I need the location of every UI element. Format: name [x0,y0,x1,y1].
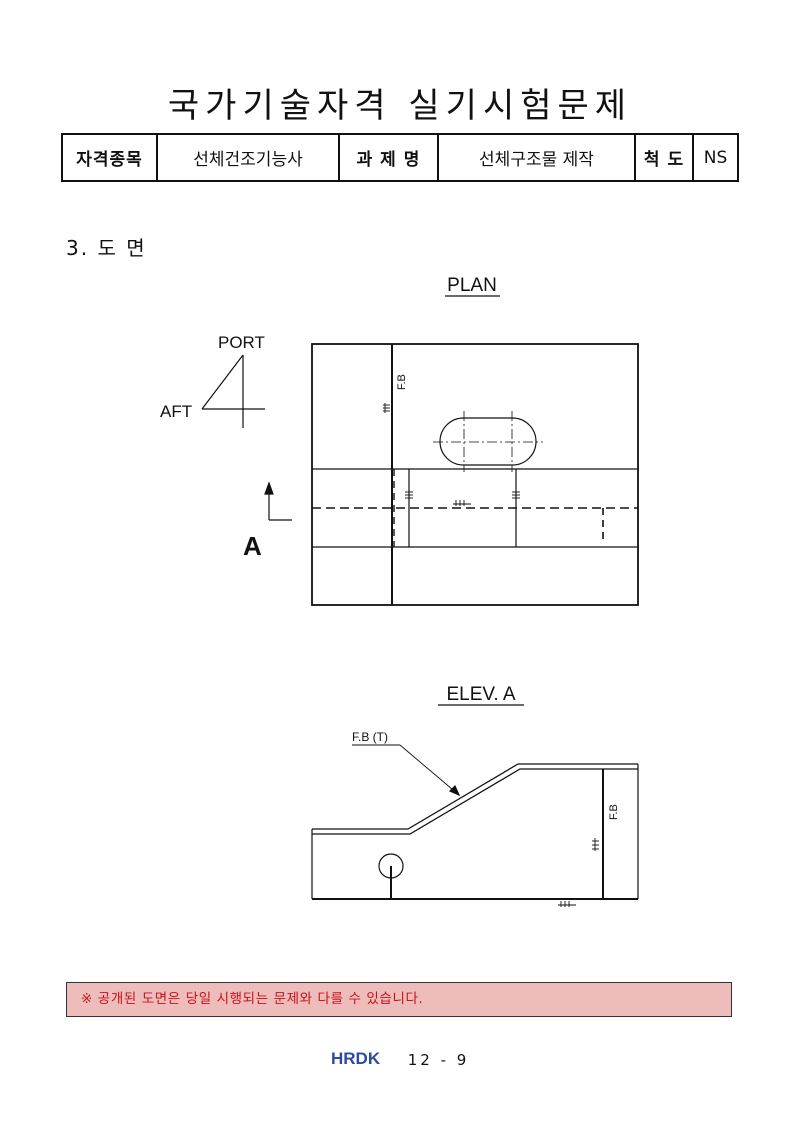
direction-indicator: PORT AFT [160,333,265,428]
plan-weld-symbol-1 [383,403,390,413]
qualification-label: 자격종목 [61,133,158,182]
elevation-drawing: F.B (T) F.B [311,730,639,907]
view-arrow-head [264,481,274,495]
plan-title: PLAN [447,275,497,296]
scale-label: 척 도 [634,133,694,182]
technical-drawing: PLAN PORT AFT A [160,275,639,907]
plan-fb-label: F.B [396,374,408,390]
plan-weld-symbol-4 [453,500,471,506]
callout-arrowhead [448,784,461,797]
elev-weld-symbol-1 [592,838,599,851]
port-label: PORT [218,333,265,352]
section-heading: 3. 도 면 [66,236,147,260]
qualification-value: 선체건조기능사 [156,133,340,182]
task-label: 과 제 명 [338,133,439,182]
elevation-title: ELEV. A [446,684,515,705]
diagonal-line [201,354,244,410]
view-label-a: A [243,531,262,561]
plan-weld-symbol-3 [512,491,520,499]
page-title: 국가기술자격 실기시험문제 [167,86,633,126]
plan-plate-outline [311,343,639,606]
plan-drawing: F.B [311,343,639,606]
task-value: 선체구조물 제작 [437,133,636,182]
footer: HRDK 12 - 9 [0,1048,800,1072]
notice-banner: ※ 공개된 도면은 당일 시행되는 문제와 다를 수 있습니다. [66,982,732,1017]
fb-t-callout: F.B (T) [352,730,388,744]
info-table: 자격종목 선체건조기능사 과 제 명 선체구조물 제작 척 도 NS [61,133,739,182]
fb-top-outer [312,763,638,830]
elev-weld-symbol-2 [558,901,576,907]
elev-fb-label: F.B [608,804,620,820]
scale-value: NS [692,133,739,182]
page-number: 12 - 9 [407,1051,470,1069]
view-a-marker: A [243,481,292,561]
hrdk-logo: HRDK [331,1048,393,1072]
plan-slot [439,417,537,466]
callout-leader [399,744,460,796]
hrdk-logo-text: HRDK [331,1049,381,1068]
plan-weld-symbol-2 [405,491,413,499]
aft-label: AFT [160,402,192,421]
fb-top-inner [312,768,638,835]
